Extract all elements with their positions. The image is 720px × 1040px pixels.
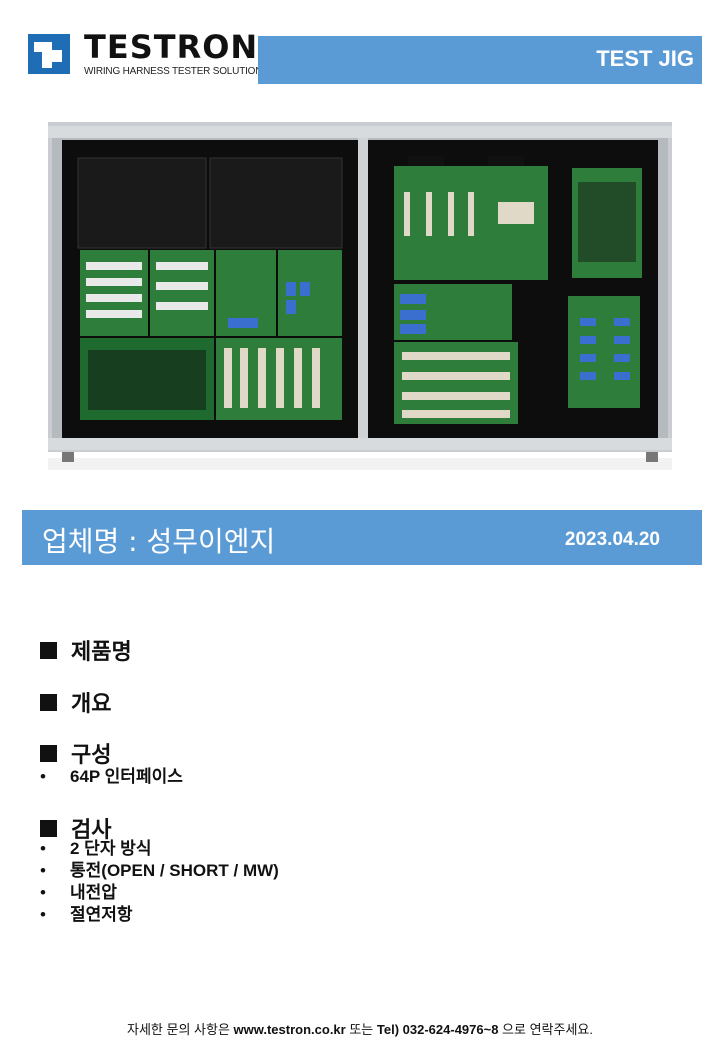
list-item: •절연저항 [40, 905, 133, 924]
test-jig-photo [48, 122, 672, 470]
company-name: 업체명 : 성무이엔지 [42, 525, 276, 558]
footer-suffix: 으로 연락주세요. [498, 1022, 593, 1037]
section-overview: 개요 [40, 686, 111, 718]
square-bullet-icon [40, 693, 57, 711]
list-item: •내전압 [40, 883, 117, 902]
bullet-icon: • [40, 861, 46, 880]
section-title: 제품명 [71, 640, 132, 665]
header-badge: TEST JIG [596, 46, 694, 71]
square-bullet-icon [40, 744, 57, 762]
section-title: 개요 [71, 692, 112, 717]
bullet-icon: • [40, 905, 46, 924]
header-bar: TEST JIG [258, 36, 702, 84]
testron-logo-icon [28, 34, 70, 74]
square-bullet-icon [40, 819, 57, 837]
bullet-icon: • [40, 839, 46, 858]
bullet-icon: • [40, 767, 46, 786]
list-item: •2 단자 방식 [40, 839, 152, 858]
document-date: 2023.04.20 [564, 529, 660, 550]
section-configuration: 구성 [40, 737, 111, 769]
footer-prefix: 자세한 문의 사항은 [127, 1022, 234, 1037]
section-product-name: 제품명 [40, 634, 132, 666]
inspection-list: •2 단자 방식 •통전(OPEN / SHORT / MW) •내전압 •절연… [40, 838, 279, 926]
list-item: •64P 인터페이스 [40, 767, 183, 786]
footer-contact: 자세한 문의 사항은 www.testron.co.kr 또는 Tel) 032… [0, 1019, 720, 1038]
website-link[interactable]: www.testron.co.kr [233, 1022, 346, 1037]
configuration-list: •64P 인터페이스 [40, 766, 183, 788]
brand-name: TESTRON [84, 28, 259, 66]
company-bar: 업체명 : 성무이엔지 2023.04.20 [22, 510, 702, 565]
bullet-icon: • [40, 883, 46, 902]
phone-number: Tel) 032-624-4976~8 [376, 1022, 499, 1037]
section-title: 검사 [71, 818, 112, 843]
section-inspection: 검사 [40, 812, 111, 844]
section-title: 구성 [71, 743, 112, 768]
square-bullet-icon [40, 641, 57, 659]
footer-middle: 또는 [345, 1022, 377, 1037]
list-item: •통전(OPEN / SHORT / MW) [40, 861, 279, 880]
brand-tagline: WIRING HARNESS TESTER SOLUTIONS [84, 66, 269, 77]
testron-logo: TESTRON WIRING HARNESS TESTER SOLUTIONS [28, 28, 269, 82]
